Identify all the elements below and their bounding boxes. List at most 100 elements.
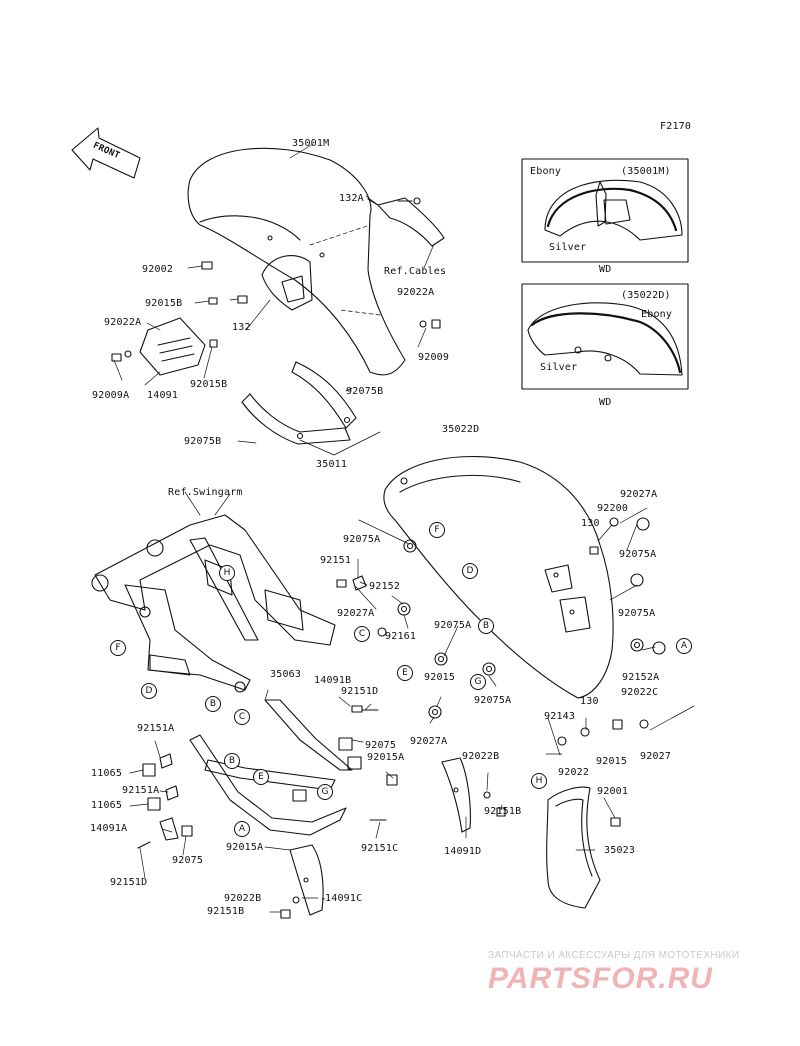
inset-bottom-drawing xyxy=(521,283,689,390)
part-92075B-a: 92075B xyxy=(346,386,384,397)
inset-bottom-silver-label: Silver xyxy=(540,362,578,373)
part-92151: 92151 xyxy=(320,555,352,566)
front-arrow-icon xyxy=(71,127,141,179)
part-92015B-b: 92015B xyxy=(190,379,228,390)
part-92075B-b: 92075B xyxy=(184,436,222,447)
callout-E-a: E xyxy=(397,665,413,681)
rear-flap-35023-drawing xyxy=(483,786,621,909)
part-92015-a: 92015 xyxy=(424,672,456,683)
inset-top-silver-label: Silver xyxy=(549,242,587,253)
part-92002: 92002 xyxy=(142,264,174,275)
part-130-b: 130 xyxy=(580,696,599,707)
callout-D-a: D xyxy=(462,563,478,579)
part-35011: 35011 xyxy=(316,459,348,470)
cable-clamp-drawing xyxy=(367,197,445,247)
inset-bottom-wd-label: WD xyxy=(599,397,612,408)
part-92075A-a: 92075A xyxy=(619,549,657,560)
callout-B-a: B xyxy=(478,618,494,634)
part-92022A-left: 92022A xyxy=(104,317,142,328)
ref-swingarm-label: Ref.Swingarm xyxy=(168,487,243,498)
part-14091A: 14091A xyxy=(90,823,128,834)
part-11065-a: 11065 xyxy=(91,768,123,779)
callout-B-b: B xyxy=(205,696,221,712)
fender-brace-drawing xyxy=(241,361,357,445)
part-92200: 92200 xyxy=(597,503,629,514)
bracket-14091D-drawing xyxy=(441,757,471,833)
callout-E-b: E xyxy=(253,769,269,785)
callout-C-b: C xyxy=(234,709,250,725)
part-92075-b: 92075 xyxy=(172,855,204,866)
callout-G-a: G xyxy=(470,674,486,690)
part-92151A-a: 92151A xyxy=(137,723,175,734)
part-92152: 92152 xyxy=(369,581,401,592)
part-92022B-b: 92022B xyxy=(224,893,262,904)
part-92015B-a: 92015B xyxy=(145,298,183,309)
part-92152A: 92152A xyxy=(622,672,660,683)
part-92075A-c: 92075A xyxy=(618,608,656,619)
part-92151B-a: 92151B xyxy=(484,806,522,817)
rear-hardware-drawing xyxy=(336,517,666,746)
part-92027A-c: 92027A xyxy=(410,736,448,747)
part-132A: 132A xyxy=(339,193,364,204)
callout-C-a: C xyxy=(354,626,370,642)
callout-H-a: H xyxy=(219,565,235,581)
watermark-subtitle: ЗАПЧАСТИ И АКСЕССУАРЫ ДЛЯ МОТОТЕХНИКИ xyxy=(488,950,740,961)
callout-F-a: F xyxy=(429,522,445,538)
part-92009A: 92009A xyxy=(92,390,130,401)
part-92022: 92022 xyxy=(558,767,590,778)
front-fender-drawing xyxy=(187,147,406,376)
part-92015A-b: 92015A xyxy=(226,842,264,853)
part-92027A-b: 92027A xyxy=(337,608,375,619)
callout-A-a: A xyxy=(676,638,692,654)
inset-bottom-part-label: (35022D) xyxy=(621,290,671,301)
part-92009: 92009 xyxy=(418,352,450,363)
part-92027A-a: 92027A xyxy=(620,489,658,500)
part-14091: 14091 xyxy=(147,390,179,401)
part-14091C: 14091C xyxy=(325,893,363,904)
part-92075A-b: 92075A xyxy=(343,534,381,545)
inset-top-wd-label: WD xyxy=(599,264,612,275)
part-132: 132 xyxy=(232,322,251,333)
part-92151D-b: 92151D xyxy=(110,877,148,888)
part-14091B: 14091B xyxy=(314,675,352,686)
part-35063: 35063 xyxy=(270,669,302,680)
inset-top-ebony-label: Ebony xyxy=(530,166,562,177)
part-35001M: 35001M xyxy=(292,138,330,149)
part-92027: 92027 xyxy=(640,751,672,762)
inset-bottom-ebony-label: Ebony xyxy=(641,309,673,320)
part-92022A-right: 92022A xyxy=(397,287,435,298)
callout-A-b: A xyxy=(234,821,250,837)
part-92161: 92161 xyxy=(385,631,417,642)
rear-brace-drawing xyxy=(137,699,398,849)
part-92022B-a: 92022B xyxy=(462,751,500,762)
bracket-14091C-drawing xyxy=(280,844,324,919)
part-92001: 92001 xyxy=(597,786,629,797)
part-92151D-a: 92151D xyxy=(341,686,379,697)
diagram-code: F2170 xyxy=(660,121,692,132)
part-92151A-b: 92151A xyxy=(122,785,160,796)
callout-F-b: F xyxy=(110,640,126,656)
inset-top-drawing xyxy=(521,158,689,263)
callout-B-c: B xyxy=(224,753,240,769)
leader-lines-front xyxy=(113,143,435,456)
part-92143: 92143 xyxy=(544,711,576,722)
callout-H-b: H xyxy=(531,773,547,789)
callout-G-b: G xyxy=(317,784,333,800)
part-92075-a: 92075 xyxy=(365,740,397,751)
leader-lines-rear xyxy=(129,491,695,913)
inset-top-part-label: (35001M) xyxy=(621,166,671,177)
part-92075A-e: 92075A xyxy=(474,695,512,706)
ref-cables-label: Ref.Cables xyxy=(384,266,447,277)
watermark-logo: PARTSFOR.RU xyxy=(488,962,713,995)
callout-D-b: D xyxy=(141,683,157,699)
part-35022D: 35022D xyxy=(442,424,480,435)
part-35023: 35023 xyxy=(604,845,636,856)
part-11065-b: 11065 xyxy=(91,800,123,811)
bracket-14091-drawing xyxy=(139,317,206,376)
rear-fender-drawing xyxy=(383,456,614,699)
part-92075A-d: 92075A xyxy=(434,620,472,631)
part-92151B-b: 92151B xyxy=(207,906,245,917)
swingarm-drawing xyxy=(91,514,336,693)
